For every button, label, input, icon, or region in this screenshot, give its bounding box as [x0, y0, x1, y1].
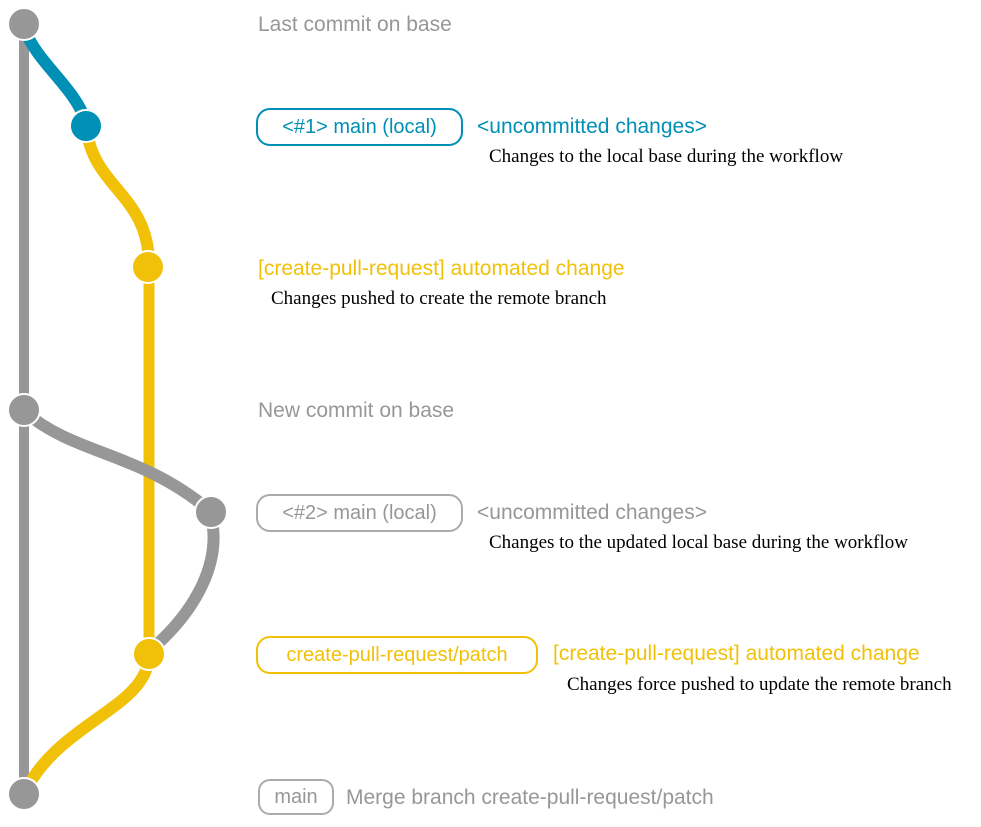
- caption-last-commit-on-base: Last commit on base: [258, 13, 452, 36]
- branch-label-main: main: [258, 779, 334, 815]
- note-changes-pushed: Changes pushed to create the remote bran…: [271, 288, 607, 309]
- commit-dot-automated-change-1: [131, 250, 165, 284]
- branch-curve-base-to-main-local-2: [21, 407, 213, 515]
- commit-dot-main-local-1: [69, 109, 103, 143]
- commit-message-merge: Merge branch create-pull-request/patch: [346, 786, 714, 809]
- commit-message-automated-change-2: [create-pull-request] automated change: [553, 642, 920, 665]
- note-changes-force-pushed: Changes force pushed to update the remot…: [567, 674, 952, 695]
- branch-curve-main-local-2-to-patch: [149, 514, 220, 653]
- branch-curve-main-local-1-to-patch: [81, 130, 155, 266]
- commit-message-automated-change-1: [create-pull-request] automated change: [258, 257, 625, 280]
- branch-label-main-local-2-text: <#2> main (local): [282, 501, 437, 524]
- commit-dot-merge: [7, 777, 41, 811]
- note-local-base-changes: Changes to the local base during the wor…: [489, 146, 844, 167]
- commit-dot-last-base: [7, 7, 41, 41]
- note-updated-local-base-changes: Changes to the updated local base during…: [489, 532, 908, 553]
- branch-curve-patch-to-merge: [21, 655, 155, 791]
- caption-new-commit-on-base: New commit on base: [258, 399, 455, 422]
- commit-dot-main-local-2: [194, 495, 228, 529]
- branch-label-main-local-1-text: <#1> main (local): [282, 115, 437, 138]
- branch-label-main-local-1: <#1> main (local): [256, 108, 463, 146]
- branch-label-main-text: main: [274, 785, 318, 808]
- commit-message-uncommitted-2: <uncommitted changes>: [477, 501, 707, 524]
- branch-curve-base-to-main-local-1: [19, 27, 92, 125]
- branch-label-create-pull-request-patch-text: create-pull-request/patch: [286, 643, 508, 666]
- commit-dot-automated-change-2: [132, 637, 166, 671]
- branch-label-main-local-2: <#2> main (local): [256, 494, 463, 532]
- branch-label-create-pull-request-patch: create-pull-request/patch: [256, 636, 538, 674]
- commit-message-uncommitted-1: <uncommitted changes>: [477, 115, 707, 138]
- commit-dot-new-base: [7, 393, 41, 427]
